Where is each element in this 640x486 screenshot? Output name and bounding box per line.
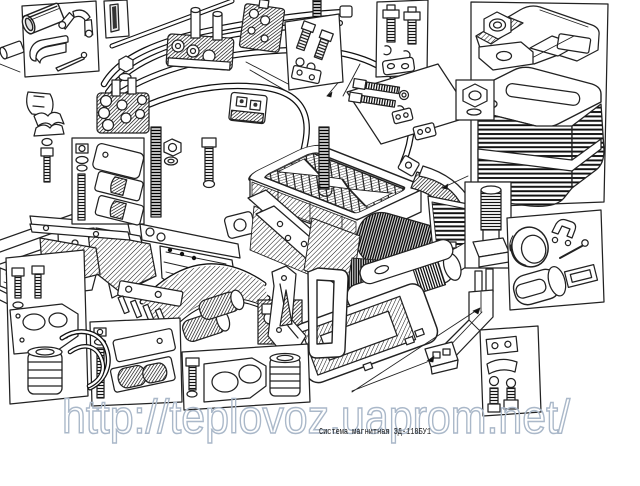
svg-text:http://teplovoz.uaprom.net/: http://teplovoz.uaprom.net/	[62, 390, 571, 443]
svg-text:Система магнитная ЭД-118БУ1: Система магнитная ЭД-118БУ1	[319, 427, 431, 437]
